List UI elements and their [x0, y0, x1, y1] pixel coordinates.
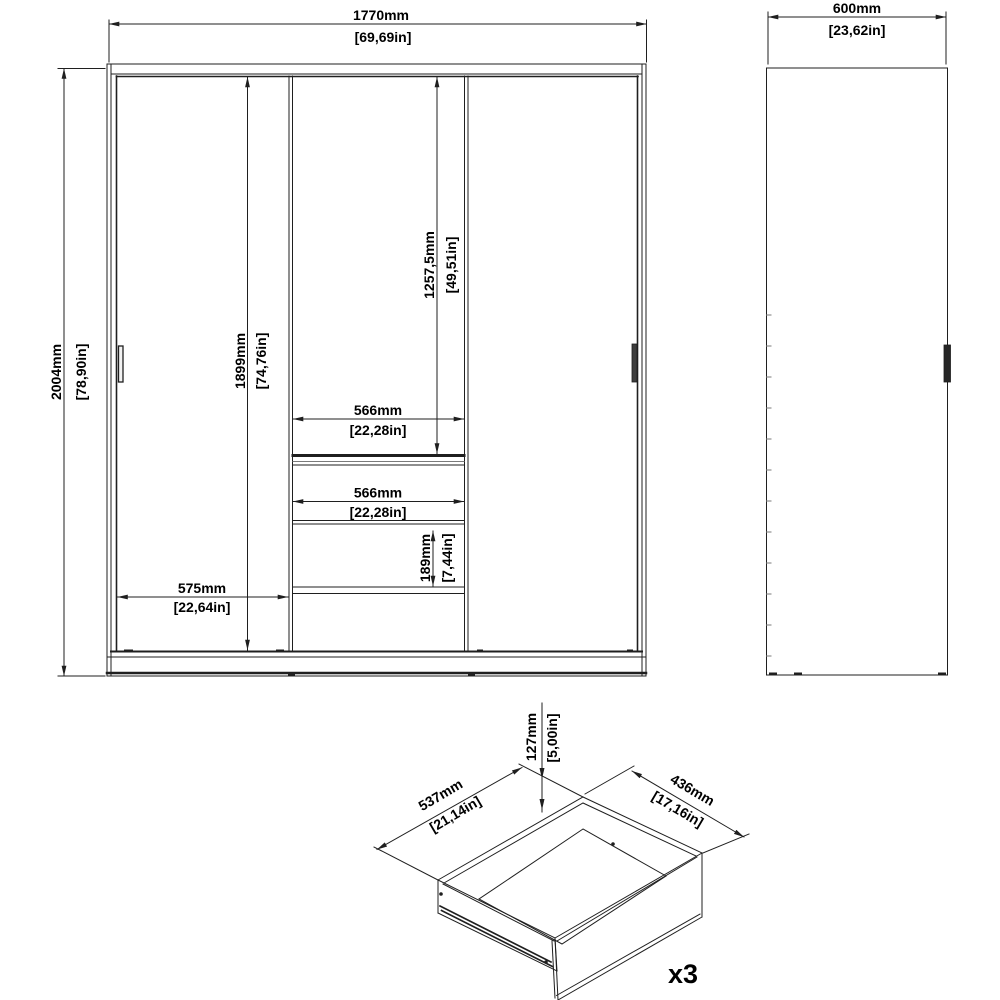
side-panel-bottom-edge	[437, 912, 558, 972]
width-label-in: [69,69in]	[355, 29, 412, 45]
side-view	[766, 11, 951, 676]
fitting-mark	[627, 649, 633, 652]
front-panel-left-edge	[554, 937, 559, 1000]
height-label-in: [78,90in]	[73, 344, 89, 401]
drawer-depth-dimension-line	[376, 766, 523, 851]
drawer-quantity-label: x3	[668, 959, 698, 989]
drawer-rim-inner	[443, 802, 697, 884]
drawer-height-label-in: [5,00in]	[544, 713, 560, 762]
front-view	[105, 63, 648, 677]
extension-line	[373, 846, 439, 881]
drawer-rail-line	[440, 909, 554, 968]
depth-label-mm: 600mm	[833, 0, 881, 16]
side-view-labels: 600mm [23,62in]	[829, 0, 886, 38]
left-section-label-in: [22,64in]	[174, 599, 231, 615]
shelf-width-label-mm: 566mm	[354, 402, 402, 418]
drawer-height-label-in: [7,44in]	[439, 533, 455, 582]
front-panel-top-inner-edge	[556, 856, 698, 942]
drawer-width-label: 436mm [17,16in]	[649, 771, 717, 831]
fitting-mark	[477, 649, 483, 652]
front-panel-lip-line	[551, 940, 556, 999]
drawer-detail-labels: 537mm [21,14in] 436mm [17,16in] 127mm [5…	[416, 713, 718, 989]
drawer-depth-label: 537mm [21,14in]	[416, 776, 484, 836]
door-height-label-mm: 1899mm	[232, 333, 248, 389]
shelf-width-label-in: [22,28in]	[350, 422, 407, 438]
foot-mark	[468, 674, 475, 677]
drawer-interior-bottom	[478, 828, 667, 945]
drawer-rail-line	[438, 904, 553, 964]
top-section-label-in: [49,51in]	[443, 237, 459, 294]
height-label-mm: 2004mm	[48, 344, 64, 400]
cabinet-outer-frame	[106, 63, 647, 677]
front-view-dimensions	[57, 19, 647, 677]
fitting-mark	[276, 649, 284, 652]
drawer-width-label-mm: 566mm	[354, 485, 402, 501]
depth-label-in: [23,62in]	[829, 22, 886, 38]
front-view-labels: 1770mm [69,69in] 2004mm [78,90in] 1899mm…	[48, 7, 459, 615]
screw-hole	[544, 960, 548, 964]
side-door-handle	[943, 344, 951, 383]
screw-hole	[611, 842, 615, 846]
top-section-label-mm: 1257,5mm	[421, 231, 437, 299]
arrowhead	[539, 799, 545, 810]
fitting-mark	[124, 649, 133, 652]
drawer-width-label-in: [22,28in]	[350, 504, 407, 520]
front-panel-top-edge	[554, 852, 703, 939]
drawer-height-label-mm: 189mm	[417, 534, 433, 582]
door-height-label-in: [74,76in]	[253, 333, 269, 390]
extension-line	[702, 833, 750, 854]
foot-mark	[288, 674, 295, 677]
side-panel-top-inner-edge	[442, 883, 555, 942]
extension-line	[584, 765, 635, 795]
width-label-mm: 1770mm	[353, 7, 409, 23]
right-door-handle	[631, 343, 638, 383]
left-section-label-mm: 575mm	[178, 580, 226, 596]
drawer-detail-view	[373, 702, 750, 1000]
drawer-height-label-mm: 127mm	[523, 713, 539, 761]
arrowhead	[539, 768, 545, 779]
front-panel-bottom-inner-edge	[555, 913, 701, 997]
screw-hole	[439, 892, 443, 896]
side-outer-frame	[766, 67, 948, 676]
foot-mark	[794, 672, 802, 675]
left-door-handle	[117, 345, 124, 383]
foot-mark	[769, 672, 777, 675]
front-panel-bottom-edge	[557, 916, 703, 1000]
foot-mark	[938, 672, 946, 675]
drawer-width-dimension-line	[631, 770, 745, 838]
extension-line	[518, 763, 584, 798]
